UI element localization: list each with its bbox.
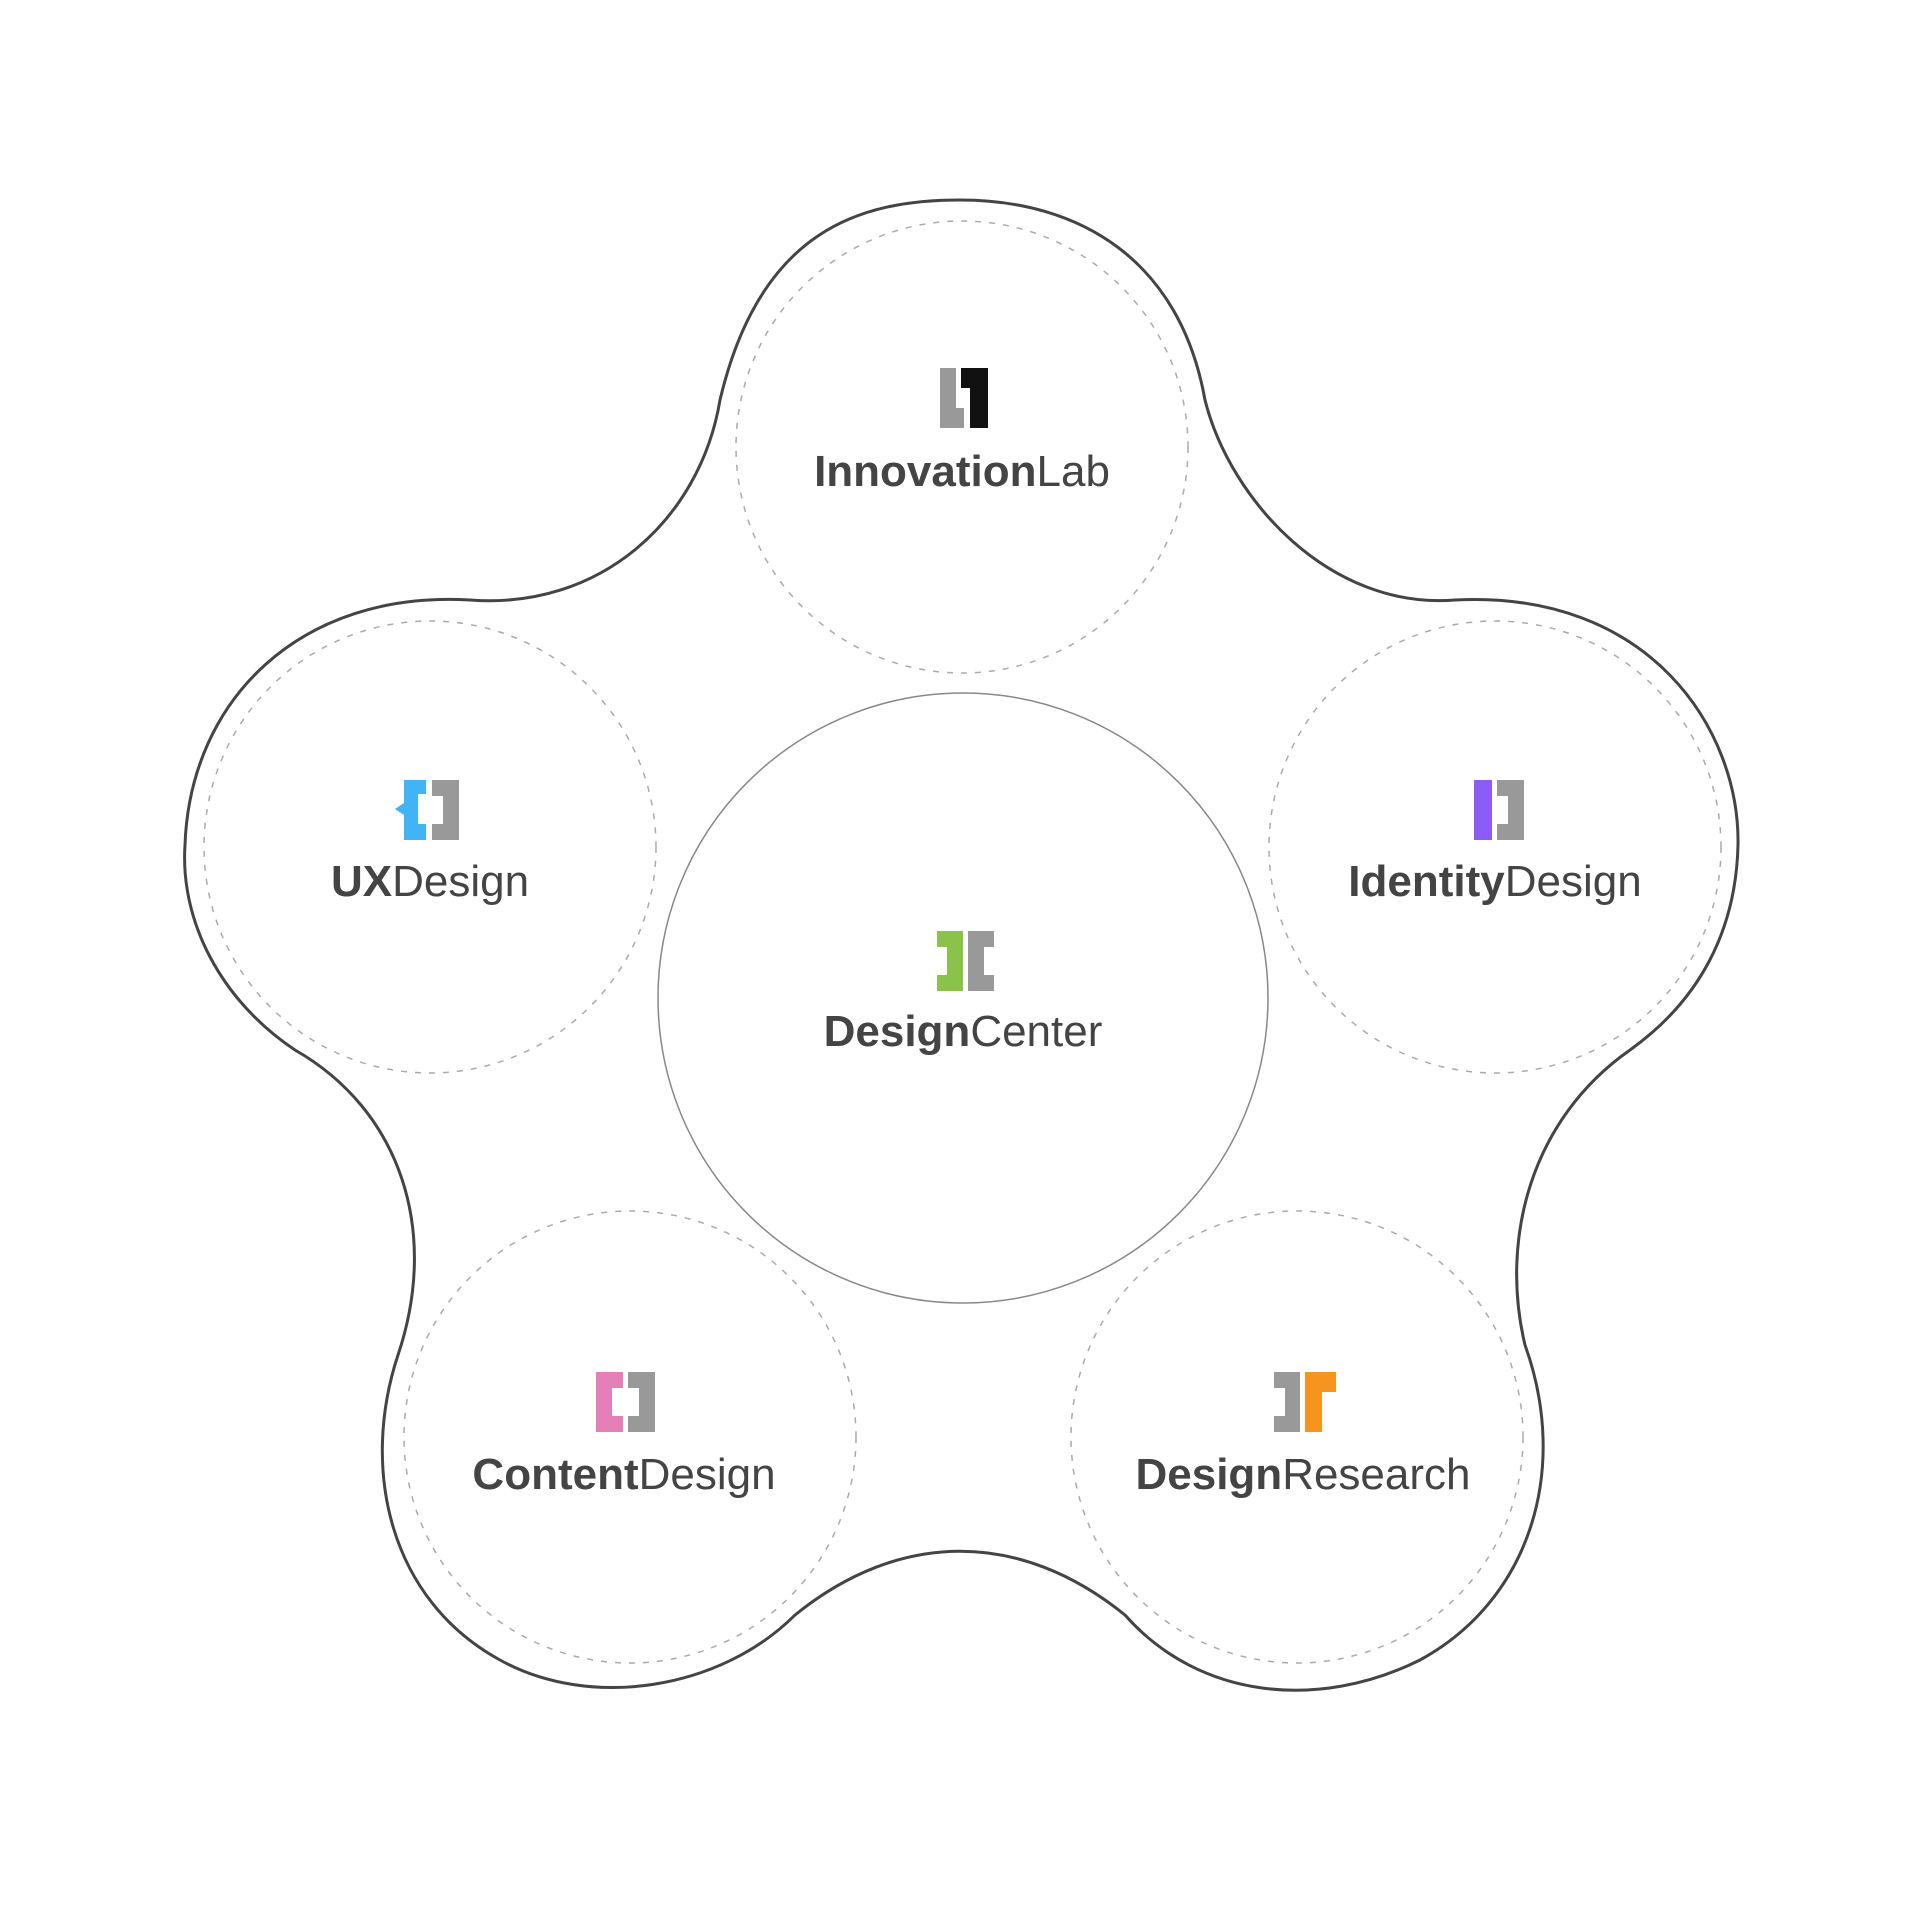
content-design-label-light: Design <box>639 1450 776 1499</box>
ux-design-label-bold: UX <box>331 857 392 906</box>
design-research-petal <box>1070 1210 1524 1664</box>
identity-design-label-light: Design <box>1505 857 1642 906</box>
design-research-label-bold: Design <box>1135 1450 1282 1499</box>
design-research-node[interactable]: DesignResearch <box>1135 1372 1471 1499</box>
content-design-label-bold: Content <box>472 1450 639 1499</box>
design-center-label-bold: Design <box>824 1007 971 1056</box>
innovation-lab-label-light: Lab <box>1037 447 1110 496</box>
identity-design-label-bold: Identity <box>1348 857 1505 906</box>
innovation-lab-petal <box>735 220 1189 674</box>
svg-text:InnovationLab: InnovationLab <box>814 447 1110 496</box>
design-research-label-light: Research <box>1282 1450 1470 1499</box>
content-design-petal <box>403 1210 857 1664</box>
svg-text:DesignCenter: DesignCenter <box>824 1007 1103 1056</box>
identity-design-petal <box>1268 620 1722 1074</box>
design-center-label-light: Center <box>970 1007 1102 1056</box>
design-center-circle <box>657 692 1269 1304</box>
design-center-node[interactable]: DesignCenter <box>824 931 1103 1056</box>
identity-design-logo-icon <box>1474 780 1524 840</box>
design-center-logo-icon <box>937 931 994 991</box>
content-design-logo-icon <box>596 1372 655 1432</box>
identity-design-node[interactable]: IdentityDesign <box>1348 780 1642 906</box>
design-research-logo-icon <box>1274 1372 1336 1432</box>
svg-text:ContentDesign: ContentDesign <box>472 1450 775 1499</box>
innovation-lab-logo-icon <box>940 368 988 428</box>
ux-design-node[interactable]: UXDesign <box>331 780 529 906</box>
flower-outline <box>183 198 1740 1692</box>
content-design-node[interactable]: ContentDesign <box>472 1372 776 1499</box>
ux-design-label-light: Design <box>392 857 529 906</box>
ux-design-petal <box>203 620 657 1074</box>
ux-design-logo-icon <box>395 780 459 840</box>
svg-text:IdentityDesign: IdentityDesign <box>1348 857 1641 906</box>
svg-text:DesignResearch: DesignResearch <box>1135 1450 1470 1499</box>
innovation-lab-label-bold: Innovation <box>814 447 1036 496</box>
innovation-lab-node[interactable]: InnovationLab <box>814 368 1110 496</box>
svg-text:UXDesign: UXDesign <box>331 857 529 906</box>
